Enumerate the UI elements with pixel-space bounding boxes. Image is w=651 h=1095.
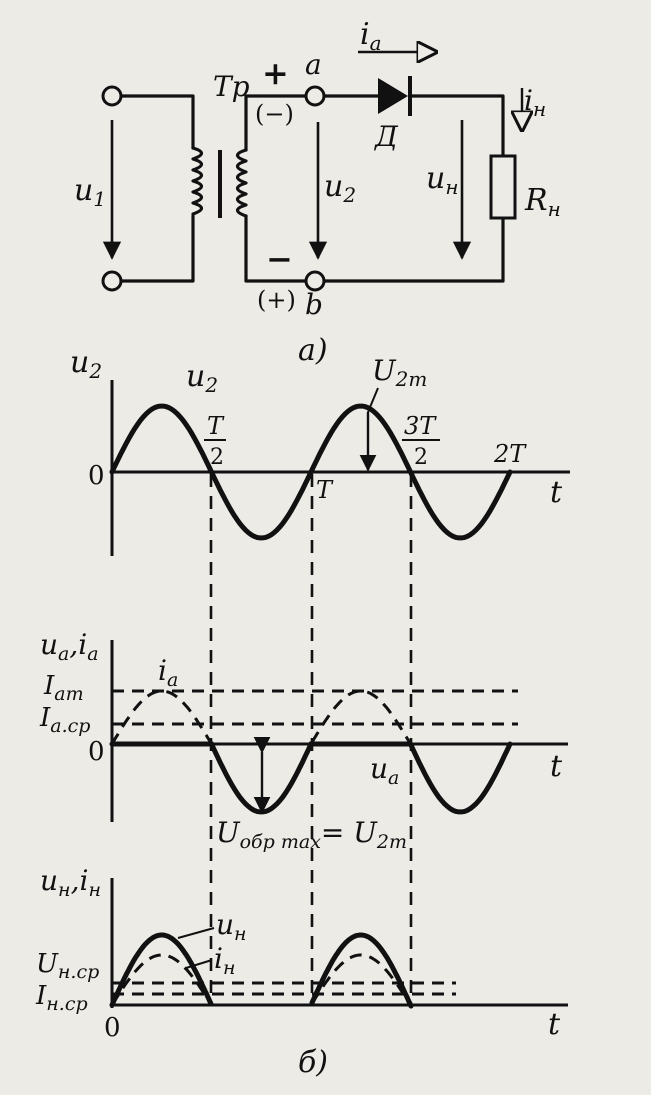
label-polarity-plus: + bbox=[262, 54, 289, 92]
plot3-avg-current: Iн.cp bbox=[35, 981, 88, 1015]
label-polarity-minus: − bbox=[266, 240, 293, 278]
tick-3T-half-den: 2 bbox=[414, 445, 428, 470]
plot3-voltage-label: uн bbox=[216, 908, 247, 945]
label-un: uн bbox=[426, 161, 459, 199]
caption-b: б) bbox=[298, 1045, 328, 1080]
primary-terminal-top bbox=[101, 85, 123, 107]
un-leader bbox=[177, 927, 215, 939]
plot-ua-ia: ua,ia Iam Ia.cp 0 ia ua Uобр max= U2m t bbox=[39, 628, 568, 853]
plot2-level-max: Iam bbox=[43, 671, 84, 705]
diode-wire bbox=[322, 94, 505, 283]
ua-solid-curve bbox=[109, 741, 513, 815]
secondary-coil bbox=[235, 148, 248, 218]
tick-T: T bbox=[316, 476, 334, 504]
label-terminal-b: b bbox=[305, 288, 323, 321]
tick-T-half: T bbox=[207, 412, 225, 440]
plot1-origin: 0 bbox=[88, 461, 105, 491]
in-dashed-curve bbox=[110, 953, 413, 1007]
plot3-xlabel: t bbox=[548, 1007, 561, 1042]
plot3-avg-voltage: Uн.cp bbox=[36, 949, 99, 983]
u2m-leader bbox=[367, 387, 379, 413]
tick-2T: 2T bbox=[493, 440, 527, 468]
plot3-origin: 0 bbox=[104, 1013, 121, 1043]
plot2-xlabel: t bbox=[550, 749, 563, 784]
in-leader bbox=[185, 959, 213, 969]
guide-lines bbox=[209, 474, 413, 1003]
terminal-a bbox=[304, 85, 326, 107]
secondary-wire bbox=[244, 94, 308, 283]
primary-wire bbox=[119, 94, 195, 283]
label-terminal-a: a bbox=[305, 48, 322, 81]
label-u1: u1 bbox=[74, 173, 106, 211]
tick-T-half-den: 2 bbox=[210, 445, 224, 470]
plot2-origin: 0 bbox=[88, 737, 105, 767]
label-polarity-minus-alt: (−) bbox=[255, 100, 294, 128]
plot1-ylabel: u2 bbox=[70, 345, 102, 383]
label-u2: u2 bbox=[324, 169, 356, 207]
label-polarity-plus-alt: (+) bbox=[257, 286, 296, 314]
un-solid-curve bbox=[109, 932, 414, 1009]
tick-3T-half: 3T bbox=[404, 412, 437, 440]
plot2-level-avg: Ia.cp bbox=[39, 703, 90, 737]
plot1-curve-label: u2 bbox=[186, 359, 218, 397]
plot2-ylabel: ua,ia bbox=[40, 628, 99, 665]
label-ia: ia bbox=[360, 17, 382, 55]
caption-a: а) bbox=[298, 333, 328, 368]
plot-un-in: uн,iн uн iн Uн.cp Iн.cp 0 t б) bbox=[35, 864, 568, 1080]
primary-terminal-bottom bbox=[101, 270, 123, 292]
ia-dashed-curve bbox=[110, 689, 413, 746]
label-in: iн bbox=[524, 84, 546, 121]
plot3-current-label: iн bbox=[214, 942, 235, 979]
plot2-reverse-voltage: Uобр max= U2m bbox=[216, 816, 407, 853]
plot3-ylabel: uн,iн bbox=[40, 864, 101, 901]
load-resistor bbox=[489, 154, 517, 220]
plot2-current-label: ia bbox=[158, 654, 178, 691]
label-transformer: Тр bbox=[213, 70, 250, 103]
diode-symbol bbox=[378, 78, 408, 114]
plot2-voltage-label: ua bbox=[370, 752, 399, 789]
label-rn: Rн bbox=[524, 183, 561, 221]
plot1-xlabel: t bbox=[550, 475, 563, 510]
u2-sine-curve bbox=[109, 403, 513, 541]
primary-coil bbox=[191, 146, 204, 216]
circuit-schematic: u1 Тр + (−) a u2 − (+) b ia Д iн uн Rн а… bbox=[74, 17, 561, 368]
plot1-amplitude-label: U2m bbox=[372, 354, 427, 391]
plot-u2: u2 u2 U2m 0 T 2 T 3T 2 2T t bbox=[70, 345, 570, 556]
label-diode: Д bbox=[373, 120, 399, 153]
